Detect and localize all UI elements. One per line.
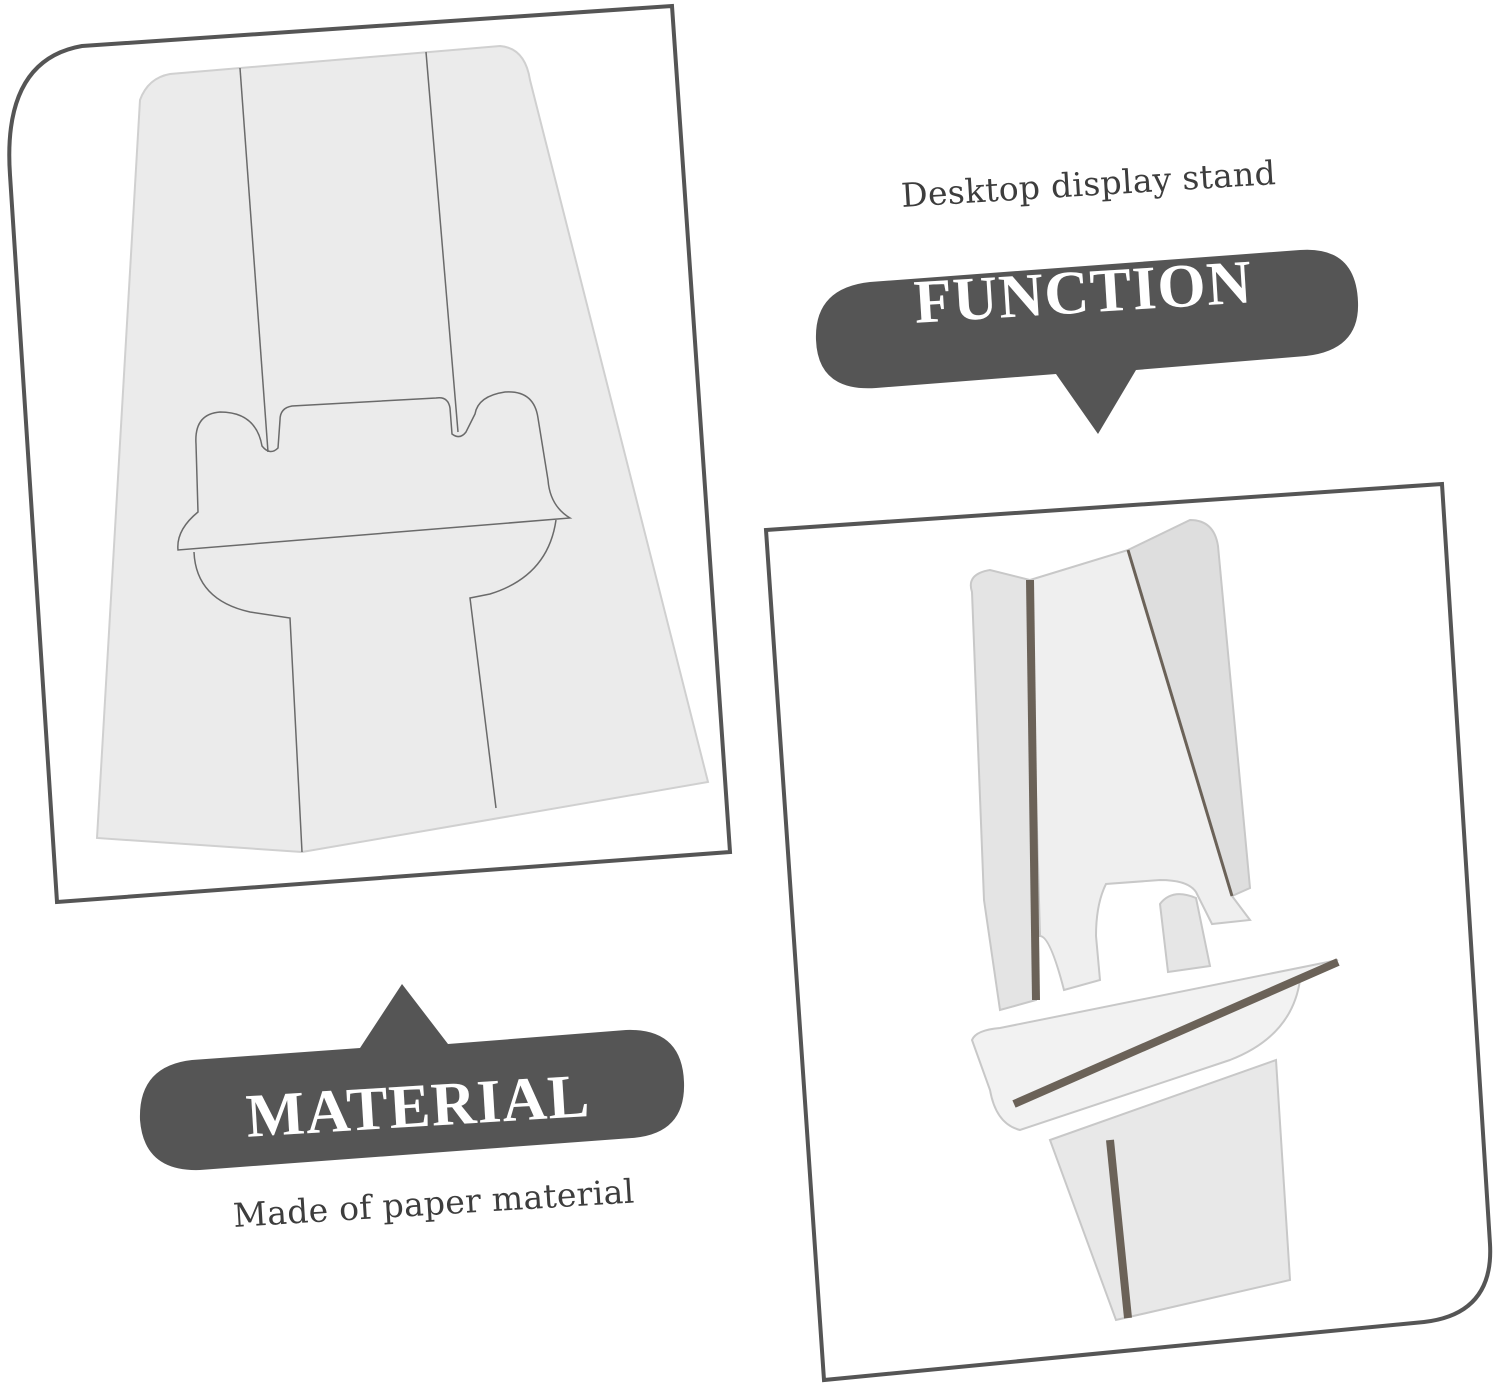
flat-cardboard-template — [95, 44, 710, 854]
material-badge — [139, 984, 685, 1171]
right-photo-frame — [763, 481, 1493, 1383]
function-badge — [815, 249, 1359, 434]
assembled-cardboard-stand — [969, 518, 1340, 1322]
